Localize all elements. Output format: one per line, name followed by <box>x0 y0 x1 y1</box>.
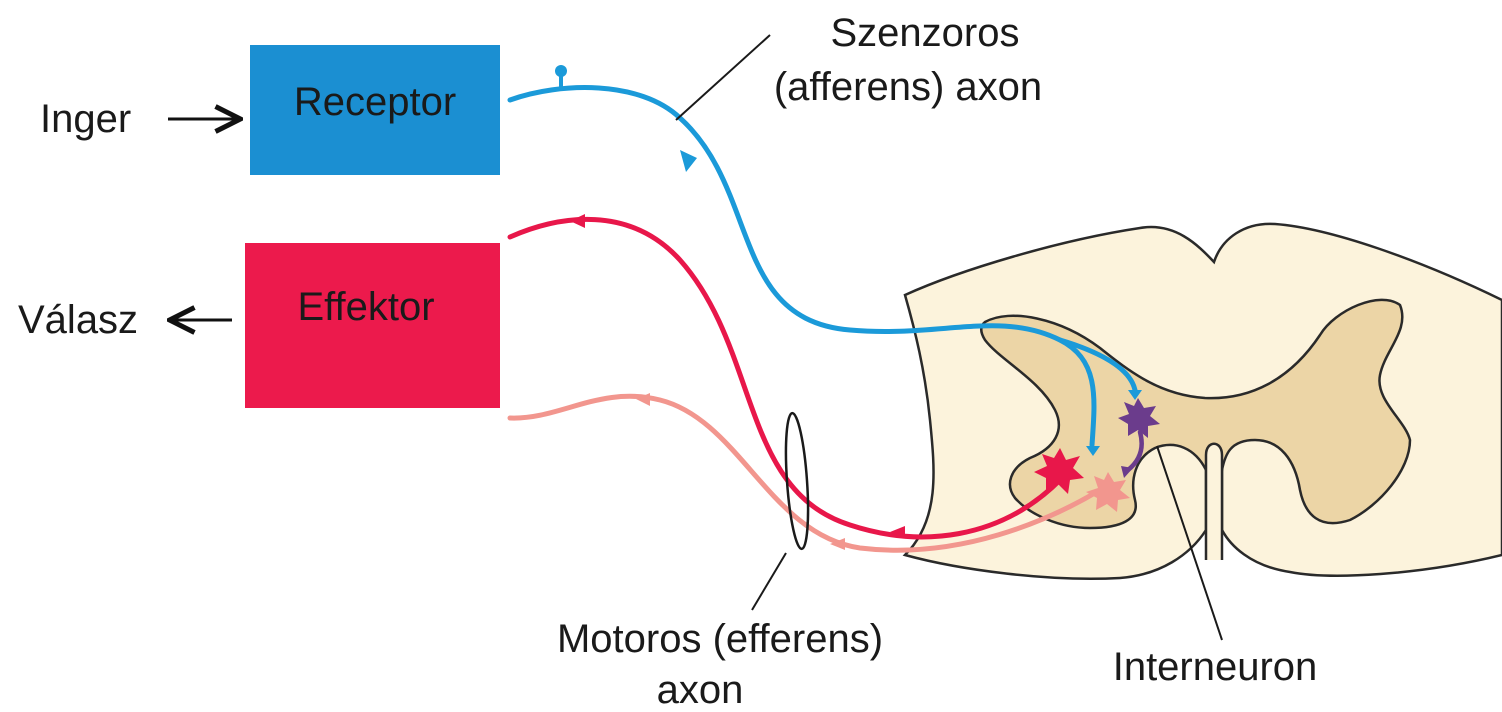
motor-axon-direction-icon <box>570 214 585 228</box>
motor-leader-line <box>752 553 786 610</box>
sensory-axon-label-line1: Szenzoros <box>831 11 1020 55</box>
sensory-leader-line <box>676 35 770 120</box>
central-canal <box>1206 444 1222 560</box>
sensory-axon-direction-icon <box>680 150 697 172</box>
receptor-label: Receptor <box>294 80 456 124</box>
interneuron-label: Interneuron <box>1113 645 1318 689</box>
response-label: Válasz <box>18 298 138 342</box>
motor-axon-label-line1: Motoros (efferens) <box>557 617 883 661</box>
stimulus-label: Inger <box>40 97 131 141</box>
sensory-axon-label-line2: (afferens) axon <box>774 65 1042 109</box>
motor-axon-label-line2: axon <box>657 668 744 712</box>
motor-bundle-ring <box>782 412 811 549</box>
effector-label: Effektor <box>297 285 434 329</box>
